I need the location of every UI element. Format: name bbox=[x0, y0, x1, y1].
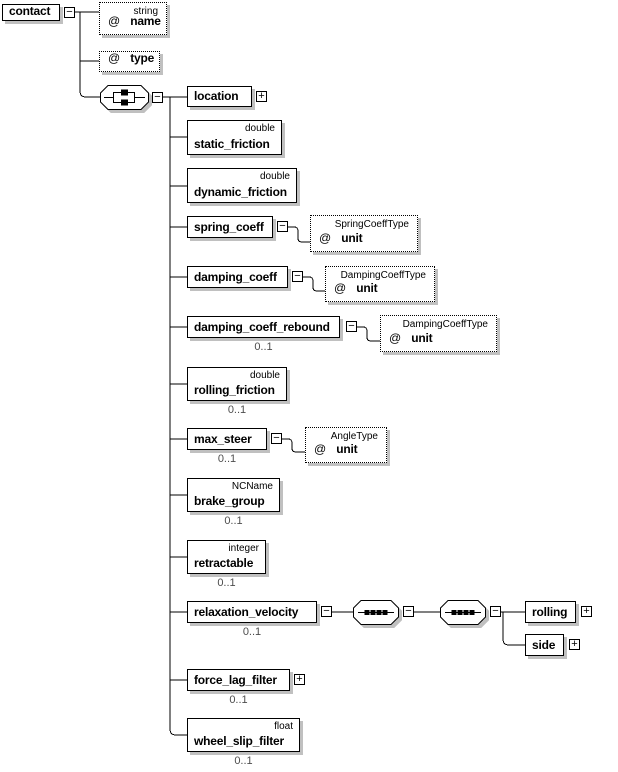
element-box-rolling[interactable]: rolling bbox=[525, 601, 576, 623]
sequence-compositor-icon[interactable] bbox=[440, 600, 486, 625]
element-name-label: wheel_slip_filter bbox=[194, 734, 284, 748]
element-name-label: retractable bbox=[194, 556, 254, 570]
relaxation-velocity-collapse-icon[interactable]: − bbox=[321, 605, 332, 617]
attribute-name-row: @ type bbox=[108, 49, 154, 67]
attribute-type-label: AngleType bbox=[330, 431, 378, 442]
element-type-label: double bbox=[244, 123, 275, 134]
occurrence-label: 0..1 bbox=[217, 577, 236, 589]
attribute-box-rebound-unit[interactable]: DampingCoeffType @ unit bbox=[380, 315, 497, 352]
element-name-label: static_friction bbox=[194, 137, 270, 151]
spring-coeff-collapse-icon[interactable]: − bbox=[277, 220, 288, 232]
element-box-location[interactable]: location bbox=[187, 86, 252, 107]
attribute-name-label: type bbox=[130, 51, 155, 65]
element-box-side[interactable]: side bbox=[525, 634, 564, 656]
at-sign-icon: @ bbox=[108, 51, 121, 65]
element-name-label: spring_coeff bbox=[194, 220, 264, 234]
attribute-type-label: DampingCoeffType bbox=[402, 319, 488, 330]
element-type-label: double bbox=[259, 171, 290, 182]
location-expand-icon[interactable]: + bbox=[256, 90, 267, 102]
contact-collapse-icon[interactable]: − bbox=[64, 6, 75, 18]
element-name-label: rolling_friction bbox=[194, 383, 275, 397]
element-box-rolling-friction[interactable]: double rolling_friction bbox=[187, 367, 287, 401]
sequence-compositor-icon[interactable] bbox=[353, 600, 399, 625]
element-name-label: side bbox=[532, 638, 556, 652]
attribute-type-label: string bbox=[133, 6, 158, 17]
all-compositor-icon[interactable] bbox=[100, 85, 149, 110]
element-box-damping-coeff[interactable]: damping_coeff bbox=[187, 266, 288, 288]
element-name-label: contact bbox=[9, 4, 51, 18]
rolling-expand-icon[interactable]: + bbox=[581, 605, 592, 617]
attribute-name-row: @ unit bbox=[334, 279, 378, 297]
side-expand-icon[interactable]: + bbox=[569, 638, 580, 650]
at-sign-icon: @ bbox=[314, 442, 327, 456]
element-name-label: location bbox=[194, 89, 239, 103]
attribute-type-label: DampingCoeffType bbox=[340, 270, 426, 281]
at-sign-icon: @ bbox=[389, 331, 402, 345]
attribute-box-max-steer-unit[interactable]: AngleType @ unit bbox=[305, 427, 387, 463]
element-box-damping-coeff-rebound[interactable]: damping_coeff_rebound bbox=[187, 316, 340, 338]
element-box-static-friction[interactable]: double static_friction bbox=[187, 120, 282, 155]
element-name-label: damping_coeff bbox=[194, 270, 277, 284]
attribute-name-label: unit bbox=[341, 231, 363, 245]
element-box-relaxation-velocity[interactable]: relaxation_velocity bbox=[187, 601, 317, 623]
attribute-box-type[interactable]: @ type bbox=[99, 51, 160, 72]
element-name-label: rolling bbox=[532, 605, 568, 619]
element-type-label: float bbox=[274, 721, 293, 732]
at-sign-icon: @ bbox=[319, 231, 332, 245]
max-steer-collapse-icon[interactable]: − bbox=[271, 432, 282, 444]
element-box-wheel-slip-filter[interactable]: float wheel_slip_filter bbox=[187, 718, 300, 752]
element-box-max-steer[interactable]: max_steer bbox=[187, 428, 267, 450]
element-box-contact[interactable]: contact bbox=[2, 4, 60, 21]
attribute-type-label: SpringCoeffType bbox=[334, 219, 409, 230]
force-lag-filter-expand-icon[interactable]: + bbox=[294, 673, 305, 685]
occurrence-label: 0..1 bbox=[254, 341, 273, 353]
attribute-name-row: @ name bbox=[108, 12, 161, 30]
attribute-box-name[interactable]: string @ name bbox=[99, 2, 167, 35]
attribute-box-damping-unit[interactable]: DampingCoeffType @ unit bbox=[325, 266, 435, 302]
attribute-name-row: @ unit bbox=[389, 329, 433, 347]
damping-coeff-collapse-icon[interactable]: − bbox=[292, 270, 303, 282]
attribute-name-label: unit bbox=[411, 331, 433, 345]
element-box-retractable[interactable]: integer retractable bbox=[187, 540, 266, 574]
element-box-force-lag-filter[interactable]: force_lag_filter bbox=[187, 669, 290, 691]
at-sign-icon: @ bbox=[334, 281, 347, 295]
element-box-dynamic-friction[interactable]: double dynamic_friction bbox=[187, 168, 297, 203]
damping-coeff-rebound-collapse-icon[interactable]: − bbox=[346, 320, 357, 332]
attribute-name-row: @ unit bbox=[319, 229, 363, 247]
occurrence-label: 0..1 bbox=[227, 404, 247, 416]
element-type-label: integer bbox=[228, 543, 259, 554]
sequence1-collapse-icon[interactable]: − bbox=[403, 605, 414, 617]
occurrence-label: 0..1 bbox=[224, 515, 243, 527]
element-box-brake-group[interactable]: NCName brake_group bbox=[187, 478, 280, 512]
element-name-label: dynamic_friction bbox=[194, 185, 287, 199]
attribute-name-label: unit bbox=[356, 281, 378, 295]
element-name-label: damping_coeff_rebound bbox=[194, 320, 330, 334]
attribute-box-spring-unit[interactable]: SpringCoeffType @ unit bbox=[310, 215, 418, 252]
element-type-label: NCName bbox=[231, 481, 273, 492]
sequence2-collapse-icon[interactable]: − bbox=[490, 605, 501, 617]
occurrence-label: 0..1 bbox=[217, 453, 237, 465]
attribute-name-label: name bbox=[130, 14, 161, 28]
element-name-label: relaxation_velocity bbox=[194, 605, 299, 619]
occurrence-label: 0..1 bbox=[242, 626, 262, 638]
element-name-label: force_lag_filter bbox=[194, 673, 277, 687]
at-sign-icon: @ bbox=[108, 14, 121, 28]
all-collapse-icon[interactable]: − bbox=[152, 91, 163, 103]
element-type-label: double bbox=[249, 370, 280, 381]
attribute-name-row: @ unit bbox=[314, 440, 358, 458]
occurrence-label: 0..1 bbox=[229, 694, 248, 706]
attribute-name-label: unit bbox=[336, 442, 358, 456]
element-name-label: max_steer bbox=[194, 432, 252, 446]
occurrence-label: 0..1 bbox=[234, 755, 253, 767]
element-name-label: brake_group bbox=[194, 494, 265, 508]
element-box-spring-coeff[interactable]: spring_coeff bbox=[187, 216, 273, 238]
